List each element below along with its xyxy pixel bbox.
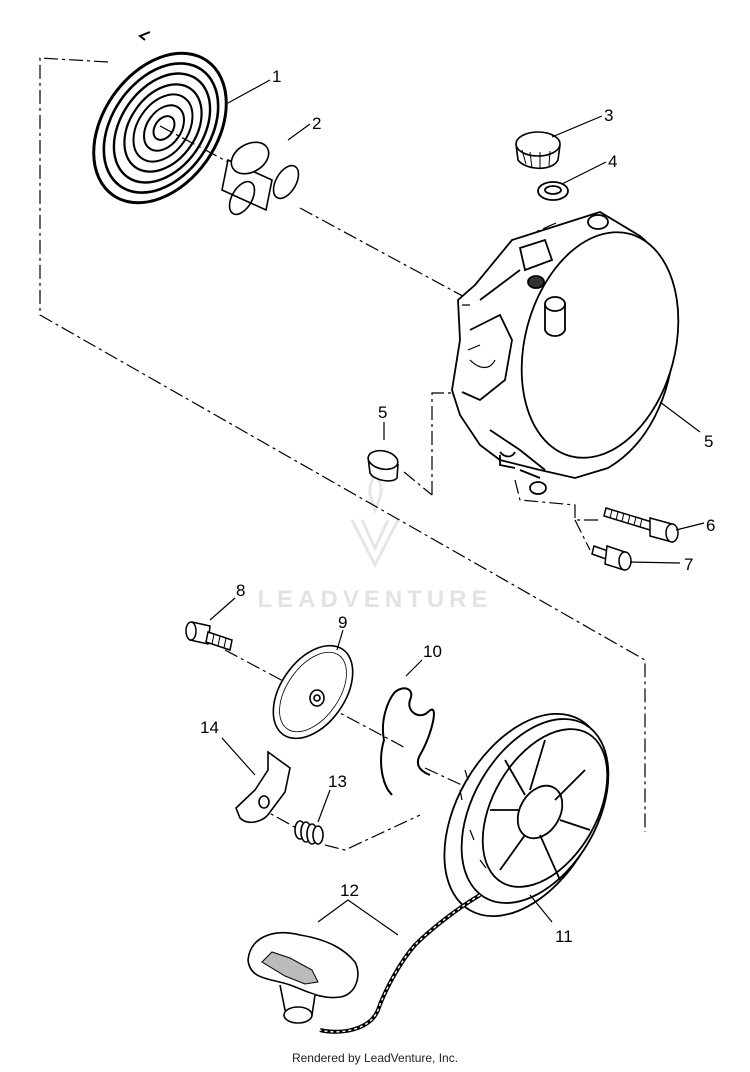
callout-7: 7 xyxy=(684,555,693,574)
callout-14: 14 xyxy=(200,718,219,737)
callout-9: 9 xyxy=(338,613,347,632)
part-5-housing xyxy=(451,211,680,495)
callout-4: 4 xyxy=(608,152,617,171)
callout-12: 12 xyxy=(340,881,359,900)
callout-6: 6 xyxy=(706,516,715,535)
part-14-pawl xyxy=(235,750,291,824)
leader-lines xyxy=(209,79,705,936)
part-5-small-bushing xyxy=(367,449,399,482)
footer-credit: Rendered by LeadVenture, Inc. xyxy=(291,1051,459,1065)
part-10-guide-spring xyxy=(380,687,435,796)
watermark-logo xyxy=(350,472,400,569)
part-12-handle-rope xyxy=(247,893,482,1034)
callout-labels: 1 2 3 4 5 5 6 7 8 9 10 11 12 13 14 xyxy=(200,67,715,946)
part-2-bushing xyxy=(221,141,300,216)
part-1-recoil-spring xyxy=(92,31,228,205)
callout-10: 10 xyxy=(423,642,442,661)
part-13-spring xyxy=(294,820,324,845)
callout-2: 2 xyxy=(312,114,321,133)
part-7-short-bolt xyxy=(591,544,632,572)
watermark-text: LEADVENTURE xyxy=(257,586,493,613)
callout-1: 1 xyxy=(272,67,281,86)
part-4-washer xyxy=(537,181,569,201)
part-8-screw xyxy=(185,621,233,651)
callout-5-small-bushing: 5 xyxy=(378,403,387,422)
part-11-reel xyxy=(443,712,610,918)
callout-11: 11 xyxy=(555,927,573,946)
part-9-friction-plate xyxy=(272,644,354,740)
callout-13: 13 xyxy=(328,772,347,791)
callout-3: 3 xyxy=(604,106,613,125)
part-3-cap xyxy=(515,131,561,170)
part-6-long-bolt xyxy=(603,507,679,543)
callout-8: 8 xyxy=(236,581,245,600)
callout-5-housing: 5 xyxy=(704,432,713,451)
